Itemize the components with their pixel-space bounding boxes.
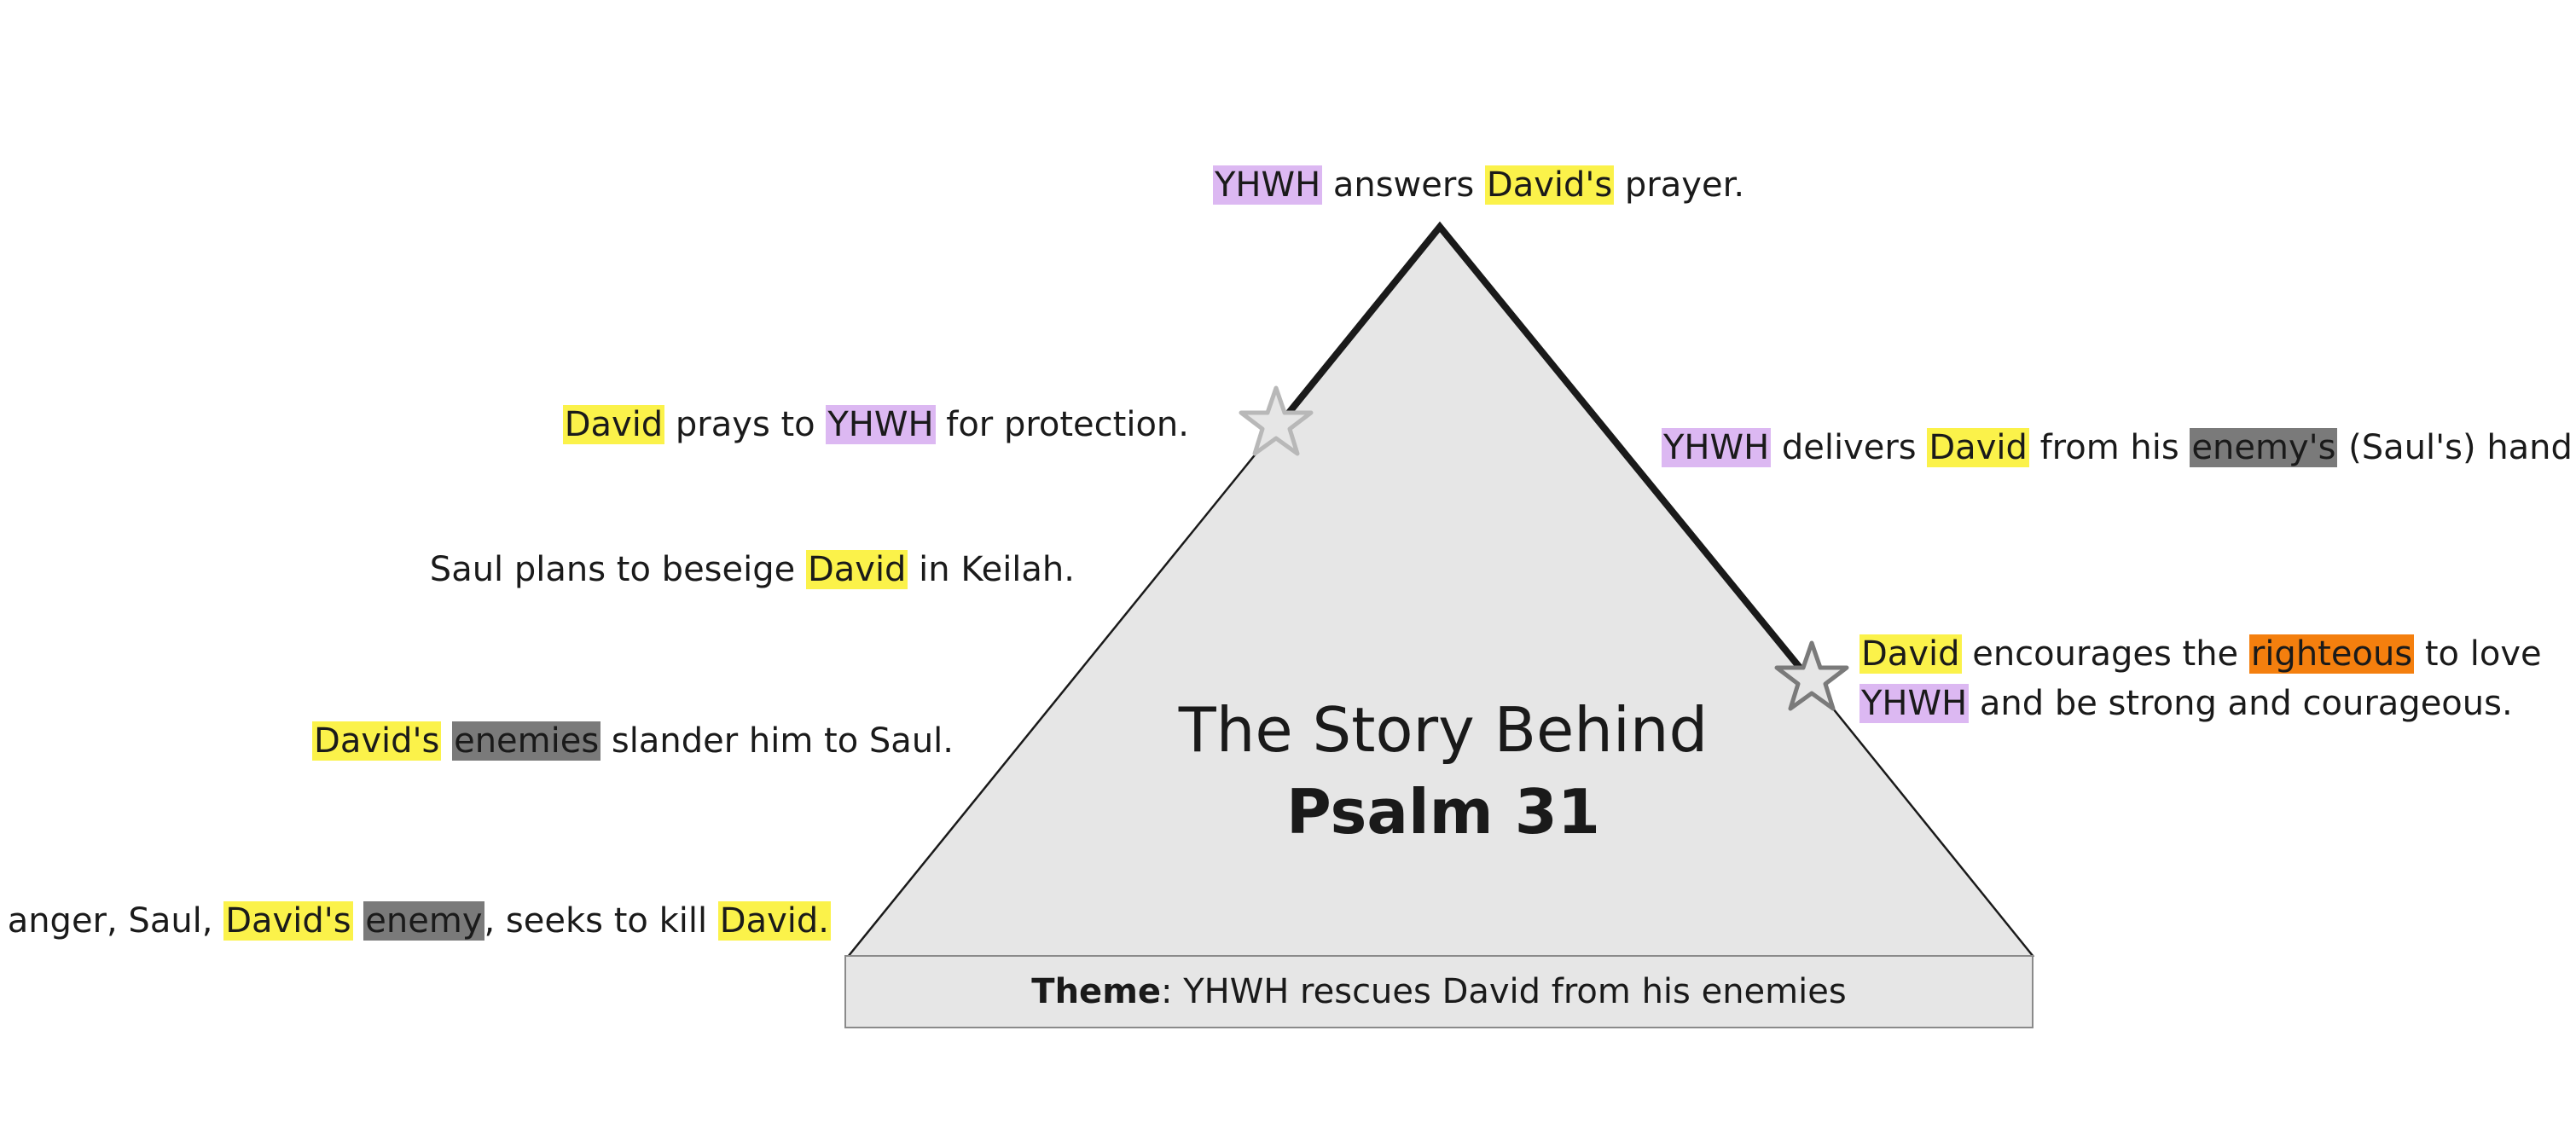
event-text: prayer. [1614,165,1745,205]
righteous-highlight: righteous [2248,634,2415,674]
event-text: for protection. [935,405,1189,444]
enemy-highlight: enemy [363,901,484,941]
event-text [353,901,364,941]
theme-box: Theme: YHWH rescues David from his enemi… [844,955,2034,1028]
david-highlight: David's [312,721,442,761]
yhwh-highlight: YHWH [1213,165,1323,205]
david-highlight: David. [717,901,831,941]
event-text: slander him to Saul. [600,721,954,761]
event-david-encourages-righteous: David encourages the righteous to love Y… [1859,629,2542,728]
event-text: Saul plans to beseige [429,550,806,589]
event-text: encourages the [1961,634,2249,674]
event-text: answers [1322,165,1485,205]
david-highlight: David [1859,634,1962,674]
star-icon [1239,385,1314,456]
yhwh-highlight: YHWH [1859,684,1970,723]
enemy-highlight: enemies [452,721,601,761]
event-yhwh-delivers-david: YHWH delivers David from his enemy's (Sa… [1662,423,2576,472]
event-text: , seeks to kill [484,901,718,941]
title-line-2: Psalm 31 [1286,776,1600,848]
event-text: from his [2028,428,2190,467]
event-enemies-slander-david: David's enemies slander him to Saul. [312,716,954,766]
david-highlight: David [562,405,665,444]
event-text [441,721,452,761]
triangle-right-edge-lower [1811,681,2034,958]
star-icon [1774,640,1849,711]
yhwh-highlight: YHWH [1662,428,1772,467]
title-line-1: The Story Behind [1178,694,1709,766]
enemy-highlight: enemy's [2190,428,2338,467]
david-highlight: David [805,550,908,589]
event-text: (Saul's) hand. [2337,428,2576,467]
event-text: in Keilah. [908,550,1075,589]
story-triangle [848,227,2034,957]
event-saul-plans-siege: Saul plans to beseige David in Keilah. [430,545,1075,594]
event-text: delivers [1771,428,1928,467]
story-arc-highlight [1274,221,1815,685]
diagram-title: The Story Behind Psalm 31 [1034,689,1853,853]
event-text: In anger, Saul, [0,901,213,941]
event-text: and be strong and courageous. [1969,684,2513,723]
event-saul-seeks-to-kill-david: In anger, Saul, David's enemy, seeks to … [0,896,831,946]
event-text: to love [2414,634,2542,674]
theme-label: Theme [1031,972,1161,1011]
yhwh-highlight: YHWH [826,405,936,444]
event-yhwh-answers: YHWH answers David's prayer. [1213,160,1744,210]
david-highlight: David's [223,901,353,941]
theme-text: : YHWH rescues David from his enemies [1161,972,1847,1011]
david-highlight: David's [1484,165,1615,205]
event-david-prays: David prays to YHWH for protection. [562,400,1189,449]
david-highlight: David [1927,428,2029,467]
event-text: prays to [664,405,827,444]
